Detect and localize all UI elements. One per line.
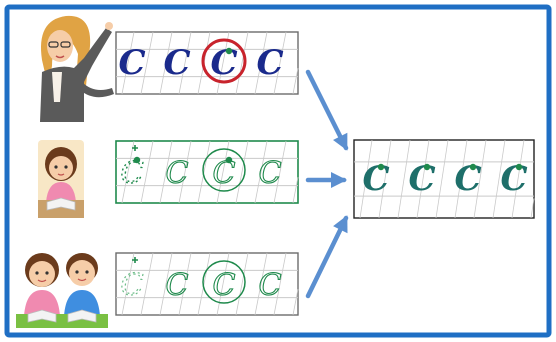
row-teacher-letter: C xyxy=(163,43,190,83)
row-pair-letter: C xyxy=(259,268,282,303)
row-pair-slant xyxy=(140,252,154,316)
row-pair-slant xyxy=(235,252,249,316)
result-slant xyxy=(435,139,449,219)
row-pair-letter: C xyxy=(213,268,236,303)
row-girl-slant xyxy=(140,140,154,204)
arrow-from-pair-head xyxy=(333,215,348,234)
result-slant xyxy=(416,139,430,219)
row-pair-border xyxy=(115,252,299,316)
row-teacher-letter: C xyxy=(210,43,237,83)
row-teacher-letter: C xyxy=(256,43,283,83)
row-girl-slant xyxy=(216,140,230,204)
result-start-dot xyxy=(469,163,477,171)
row-teacher-border xyxy=(115,31,299,95)
result-slant xyxy=(454,139,468,219)
row-girl-slant xyxy=(292,177,299,204)
row-girl-start-dot xyxy=(225,156,233,164)
row-pair-slant xyxy=(178,252,192,316)
row-teacher-highlight-circle xyxy=(201,38,247,84)
result-slant xyxy=(511,139,525,219)
result-slant xyxy=(530,198,535,219)
arrow-from-pair xyxy=(305,215,349,299)
row-girl-slant xyxy=(197,140,211,204)
row-teacher-slant xyxy=(216,31,230,95)
result-slant xyxy=(473,139,487,219)
row-teacher-slant xyxy=(121,31,135,95)
result-letter: C xyxy=(408,159,435,199)
row-girl-slant xyxy=(235,140,249,204)
two-kids-illustration xyxy=(16,246,108,328)
row-girl-slant xyxy=(121,140,135,204)
row-teacher-start-dot xyxy=(225,47,233,55)
result-start-dot xyxy=(377,163,385,171)
result-letter: C xyxy=(500,159,527,199)
row-pair-slant xyxy=(121,252,135,316)
row-pair-letter: C xyxy=(121,268,144,303)
row-girl-letter: C xyxy=(259,156,282,191)
row-girl-start-marker xyxy=(132,145,138,151)
result-start-dot xyxy=(515,163,523,171)
arrow-from-girl-head xyxy=(331,172,347,188)
arrow-from-girl xyxy=(305,172,347,188)
result-start-dot xyxy=(423,163,431,171)
row-teacher-slant xyxy=(273,31,287,95)
row-girl-highlight-circle xyxy=(202,148,246,192)
row-pair-slant xyxy=(216,252,230,316)
row-girl-slant xyxy=(178,140,192,204)
arrow-from-teacher-head xyxy=(333,132,348,151)
row-girl-border xyxy=(115,140,299,204)
row-teacher-slant xyxy=(140,31,154,95)
result-slant xyxy=(359,139,373,219)
arrow-from-teacher xyxy=(305,69,349,151)
row-girl-start-dot xyxy=(133,156,141,164)
row-pair-highlight-circle xyxy=(202,260,246,304)
row-teacher-slant xyxy=(292,68,299,95)
girl-illustration xyxy=(38,140,84,218)
row-pair-start-marker xyxy=(132,257,138,263)
row-teacher-slant xyxy=(178,31,192,95)
row-pair-slant xyxy=(254,252,268,316)
teacher-illustration xyxy=(40,15,114,122)
result-letter: C xyxy=(454,159,481,199)
result-letter: C xyxy=(362,159,389,199)
result-slant xyxy=(397,139,411,219)
row-pair-slant xyxy=(273,252,287,316)
row-pair-slant xyxy=(197,252,211,316)
row-girl-slant xyxy=(254,140,268,204)
row-teacher-slant xyxy=(235,31,249,95)
row-girl-letter: C xyxy=(121,156,144,191)
result-slant xyxy=(378,139,392,219)
row-girl-letter: C xyxy=(166,156,189,191)
row-teacher-slant xyxy=(159,31,173,95)
row-teacher-letter: C xyxy=(118,43,145,83)
row-girl-slant xyxy=(273,140,287,204)
row-teacher-slant xyxy=(254,31,268,95)
result-border xyxy=(353,139,535,219)
row-girl-letter: C xyxy=(213,156,236,191)
row-pair-slant xyxy=(292,289,299,316)
row-pair-slant xyxy=(159,252,173,316)
row-pair-letter: C xyxy=(166,268,189,303)
result-slant xyxy=(492,139,506,219)
row-girl-slant xyxy=(159,140,173,204)
